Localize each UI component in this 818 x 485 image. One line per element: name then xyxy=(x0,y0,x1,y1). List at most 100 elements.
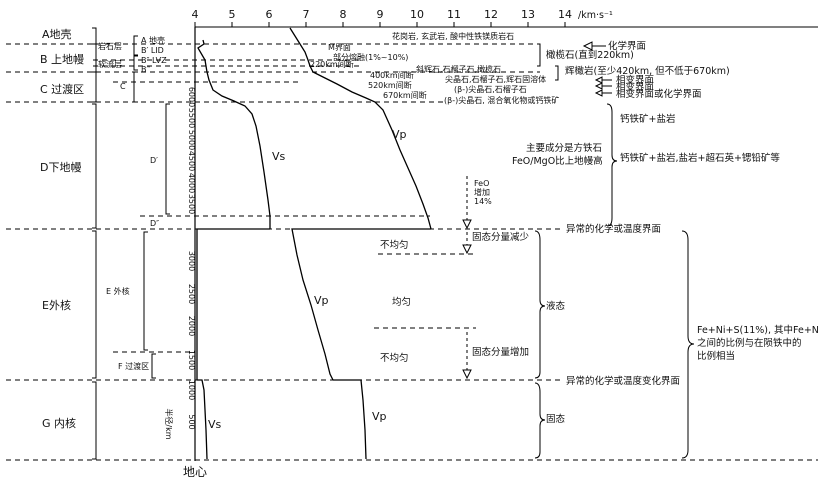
sublayer-lithosphere: 岩石层 xyxy=(98,41,122,51)
axis-tick-11: 11 xyxy=(447,8,461,21)
vp-outer-core-curve xyxy=(291,228,431,381)
curve-label-vs-inner: Vs xyxy=(208,418,222,431)
label-core-comp-1: Fe+Ni+S(11%), 其中Fe+Ni xyxy=(697,324,818,336)
ann-solid-decrease: 固态分量减少 xyxy=(472,231,530,243)
ann-partial-melt: 部分熔融(1%~10%) xyxy=(333,52,408,62)
layer-label-inner-core: G 内核 xyxy=(42,416,76,430)
depth-tick-labels: 6000 5500 5000 4500 4000 3500 3000 2500 … xyxy=(187,87,196,430)
velocity-axis-ticks xyxy=(194,22,566,27)
axis-tick-5: 5 xyxy=(229,8,236,21)
boundary-lines xyxy=(6,43,818,461)
ann-moho: M界面 xyxy=(328,43,351,52)
layer-label-crust: A地壳 xyxy=(42,27,72,41)
top-annotation-braces xyxy=(537,43,559,81)
ann-nonuniform-upper: 不均匀 xyxy=(380,239,409,251)
depth-tick-1000: 1000 xyxy=(187,380,196,400)
depth-tick-5000: 5000 xyxy=(187,130,196,150)
axis-tick-9: 9 xyxy=(377,8,384,21)
curve-label-vs-mantle: Vs xyxy=(272,150,286,163)
ann-pyrolite: 辉橄岩(至少420km, 但不低于670km) xyxy=(565,65,730,77)
label-phase-1: 相变界面 xyxy=(616,74,654,86)
sublayer-b-triple: B‴ xyxy=(141,65,151,74)
label-phase-2: 相变界面 xyxy=(616,81,654,93)
depth-tick-500: 500 xyxy=(187,414,196,429)
axis-tick-6: 6 xyxy=(266,8,273,21)
label-core-comp-3: 比例相当 xyxy=(697,350,735,362)
axis-tick-14: 14 xyxy=(558,8,572,21)
ann-disc-520: 520km间断 xyxy=(368,80,412,90)
brace-lower-mantle xyxy=(606,103,618,227)
right-braces xyxy=(534,103,695,459)
vp-mantle-curve xyxy=(289,27,432,230)
curve-label-vp-inner: Vp xyxy=(372,410,387,423)
solid-fraction-arrows xyxy=(462,232,472,380)
ann-peridotite: 橄榄石(直到220km) xyxy=(546,49,634,61)
ann-beta: (β-)尖晶石,石榴子石 xyxy=(454,84,527,94)
depth-tick-4500: 4500 xyxy=(187,151,196,171)
depth-tick-1500: 1500 xyxy=(187,350,196,370)
right-arrows xyxy=(582,41,612,97)
ann-perovskite: (β-)尖晶石, 混合氧化物或钙铁矿 xyxy=(444,95,559,105)
feo-arrow xyxy=(462,176,472,230)
earth-center-label: 地心 xyxy=(183,465,207,479)
label-liquid: 液态 xyxy=(546,300,566,312)
brace-core xyxy=(681,230,695,459)
sublayer-c: C xyxy=(120,82,126,91)
sublayer-b-lid: B′ LID xyxy=(141,46,164,55)
sublayer-asthenosphere: 软流层 xyxy=(98,59,122,69)
depth-tick-4000: 4000 xyxy=(187,173,196,193)
label-abn-chem-temp: 异常的化学或温度界面 xyxy=(566,223,661,235)
axis-tick-8: 8 xyxy=(340,8,347,21)
sublayer-a-crust: A 地壳 xyxy=(141,35,165,45)
depth-tick-2500: 2500 xyxy=(187,284,196,304)
radius-axis-label: 半径/km xyxy=(164,408,174,439)
ann-solid-increase: 固态分量增加 xyxy=(472,346,529,358)
label-chem-interface: 化学界面 xyxy=(608,40,646,52)
axis-tick-7: 7 xyxy=(303,8,310,21)
axis-tick-4: 4 xyxy=(192,8,199,21)
arrow-chem xyxy=(582,41,593,51)
depth-tick-3000: 3000 xyxy=(187,251,196,271)
sublayer-e-outer: E 外核 xyxy=(106,286,130,296)
depth-tick-3500: 3500 xyxy=(187,194,196,214)
axis-tick-13: 13 xyxy=(521,8,535,21)
ann-feo-14: 14% xyxy=(474,197,492,206)
ann-nonuniform-lower: 不均匀 xyxy=(380,352,409,364)
curve-label-vp-outer: Vp xyxy=(314,294,329,307)
layer-label-outer-core: E外核 xyxy=(42,298,71,312)
ann-disc-400: 400km间断 xyxy=(370,70,414,80)
velocity-curves xyxy=(196,27,432,460)
vs-inner-core-curve xyxy=(197,379,208,460)
ann-disc-220: 220km间断 xyxy=(310,59,354,69)
ann-rocks: 花岗岩, 玄武岩, 酸中性铁镁质岩石 xyxy=(392,31,514,41)
axis-unit: /km·s⁻¹ xyxy=(578,10,613,21)
ann-disc-670: 670km间断 xyxy=(383,90,427,100)
label-core-comp-2: 之间的比例与在陨铁中的 xyxy=(697,337,802,349)
vs-mantle-curve xyxy=(197,39,271,229)
label-phase-3: 相变界面或化学界面 xyxy=(616,88,702,100)
sublayer-f-zone: F 过渡区 xyxy=(118,361,149,371)
ann-spinel: 尖晶石,石榴子石,辉石固溶体 xyxy=(445,74,546,84)
brace-outer-core xyxy=(534,230,546,379)
label-abn-chem-temp-2: 异常的化学或温度变化界面 xyxy=(566,375,680,387)
sublayer-d-doubleprime: D″ xyxy=(150,219,159,228)
layer-label-transition: C 过渡区 xyxy=(40,82,84,96)
vp-inner-core-curve xyxy=(333,379,367,460)
ann-feo: FeO xyxy=(474,179,489,188)
brace-inner-core xyxy=(534,382,546,459)
ann-garnet: 斜辉石,石榴子石,橄榄石 xyxy=(416,64,501,74)
ann-feo-increase: 增加 xyxy=(474,187,490,197)
curve-label-vp-mantle: Vp xyxy=(392,128,407,141)
ann-uniform: 均匀 xyxy=(392,296,411,308)
axis-tick-12: 12 xyxy=(484,8,498,21)
label-solid: 固态 xyxy=(546,413,566,425)
sublayer-b-lvz: B″ LVZ xyxy=(141,56,167,65)
layer-label-lower-mantle: D下地幔 xyxy=(40,161,81,174)
label-main-1: 主要成分是方铁石 xyxy=(526,142,602,154)
depth-tick-6000: 6000 xyxy=(187,87,196,107)
vs-core-zero-line xyxy=(196,228,270,380)
axis-tick-10: 10 xyxy=(410,8,424,21)
depth-tick-5500: 5500 xyxy=(187,108,196,128)
label-main-2: FeO/MgO比上地幔高 xyxy=(512,155,603,167)
